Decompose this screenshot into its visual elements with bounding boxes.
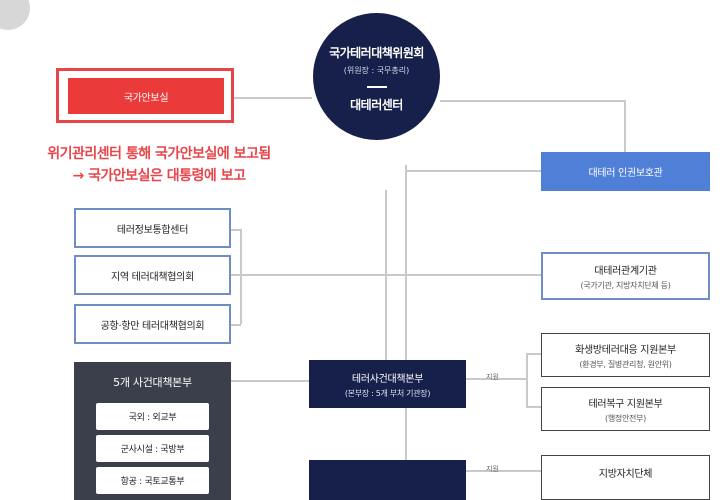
- annotation-line2: → 국가안보실은 대통령에 보고: [72, 168, 246, 184]
- national-security-label: 국가안보실: [123, 92, 169, 104]
- connector-line: [231, 380, 311, 382]
- cbr-support-hq-title: 화생방테러대응 지원본부: [575, 344, 676, 356]
- divider: [366, 86, 387, 88]
- incident-hq-item: 국외 : 외교부: [96, 403, 209, 430]
- left-box-label: 테러정보통합센터: [116, 224, 189, 236]
- human-rights-box: 대테러 인권보호관: [541, 152, 710, 191]
- incident-hq-item-label: 항공 : 국토교통부: [120, 477, 185, 487]
- incident-hq-item-label: 군사시설 : 국방부: [120, 445, 185, 455]
- related-agencies-sub: (국가기관, 지방자치단체 등): [580, 280, 671, 290]
- incident-hq-item-label: 국외 : 외교부: [128, 413, 177, 423]
- human-rights-label: 대테러 인권보호관: [588, 168, 663, 179]
- committee-title: 국가테러대책위원회: [329, 46, 424, 60]
- related-agencies-title: 대테러관계기관: [594, 265, 657, 277]
- connector-line: [405, 170, 541, 172]
- connector-line: [624, 100, 626, 152]
- terror-incident-hq-sub: (본부장 : 5개 부처 기관장): [344, 388, 431, 398]
- incident-hq-title: 5개 사건대책본부: [113, 376, 192, 389]
- recovery-support-hq-box: 테러복구 지원본부 (행정안전부): [541, 387, 710, 431]
- connector-line: [440, 100, 625, 102]
- cbr-support-hq-box: 화생방테러대응 지원본부 (환경부, 질병관리청, 원안위): [541, 333, 710, 377]
- support-label: 지원: [486, 373, 499, 381]
- related-agencies-box: 대테러관계기관 (국가기관, 지방자치단체 등): [541, 252, 710, 300]
- annotation: 위기관리센터 통해 국가안보실에 보고됨 → 국가안보실은 대통령에 보고: [14, 143, 304, 187]
- committee-circle: 국가테러대책위원회 (위원장 : 국무총리) 대테러센터: [313, 13, 440, 140]
- local-government-box: 지방자치단체: [541, 455, 710, 500]
- left-box-label: 지역 테러대책협의회: [111, 271, 194, 283]
- terror-incident-hq-title: 테러사건대책본부: [351, 373, 424, 385]
- left-box-intel-center: 테러정보통합센터: [74, 208, 231, 248]
- local-government-title: 지방자치단체: [598, 469, 653, 480]
- connector-line: [231, 324, 241, 326]
- connector-line: [231, 229, 241, 231]
- connector-line: [405, 165, 407, 465]
- support-label: 지원: [486, 465, 499, 473]
- incident-hq-item: 항공 : 국토교통부: [96, 467, 209, 494]
- left-box-airport-council: 공항·항만 테러대책협의회: [74, 304, 231, 344]
- connector-line: [526, 406, 542, 408]
- connector-line: [526, 353, 542, 355]
- connector-line: [466, 470, 542, 472]
- connector-line: [466, 378, 526, 380]
- connector-line: [526, 353, 528, 407]
- logo-icon: [0, 0, 30, 30]
- connector-line: [177, 97, 312, 99]
- national-security-box: 국가안보실: [68, 78, 224, 114]
- incident-hq-item: 군사시설 : 국방부: [96, 435, 209, 462]
- cbr-support-hq-sub: (환경부, 질병관리청, 원안위): [579, 359, 672, 369]
- committee-chair: (위원장 : 국무총리): [343, 66, 410, 75]
- connector-line: [240, 229, 242, 324]
- recovery-support-hq-title: 테러복구 지원본부: [588, 398, 663, 410]
- lower-navy-box: [309, 460, 466, 500]
- left-box-label: 공항·항만 테러대책협의회: [100, 320, 205, 332]
- annotation-line1: 위기관리센터 통해 국가안보실에 보고됨: [47, 146, 271, 162]
- recovery-support-hq-sub: (행정안전부): [605, 413, 646, 423]
- terror-incident-hq-box: 테러사건대책본부 (본부장 : 5개 부처 기관장): [309, 360, 466, 408]
- incident-hq-panel: 5개 사건대책본부 국외 : 외교부 군사시설 : 국방부 항공 : 국토교통부: [74, 362, 231, 500]
- center-label: 대테러센터: [350, 98, 403, 112]
- left-box-regional-council: 지역 테러대책협의회: [74, 255, 231, 295]
- connector-line: [231, 274, 541, 276]
